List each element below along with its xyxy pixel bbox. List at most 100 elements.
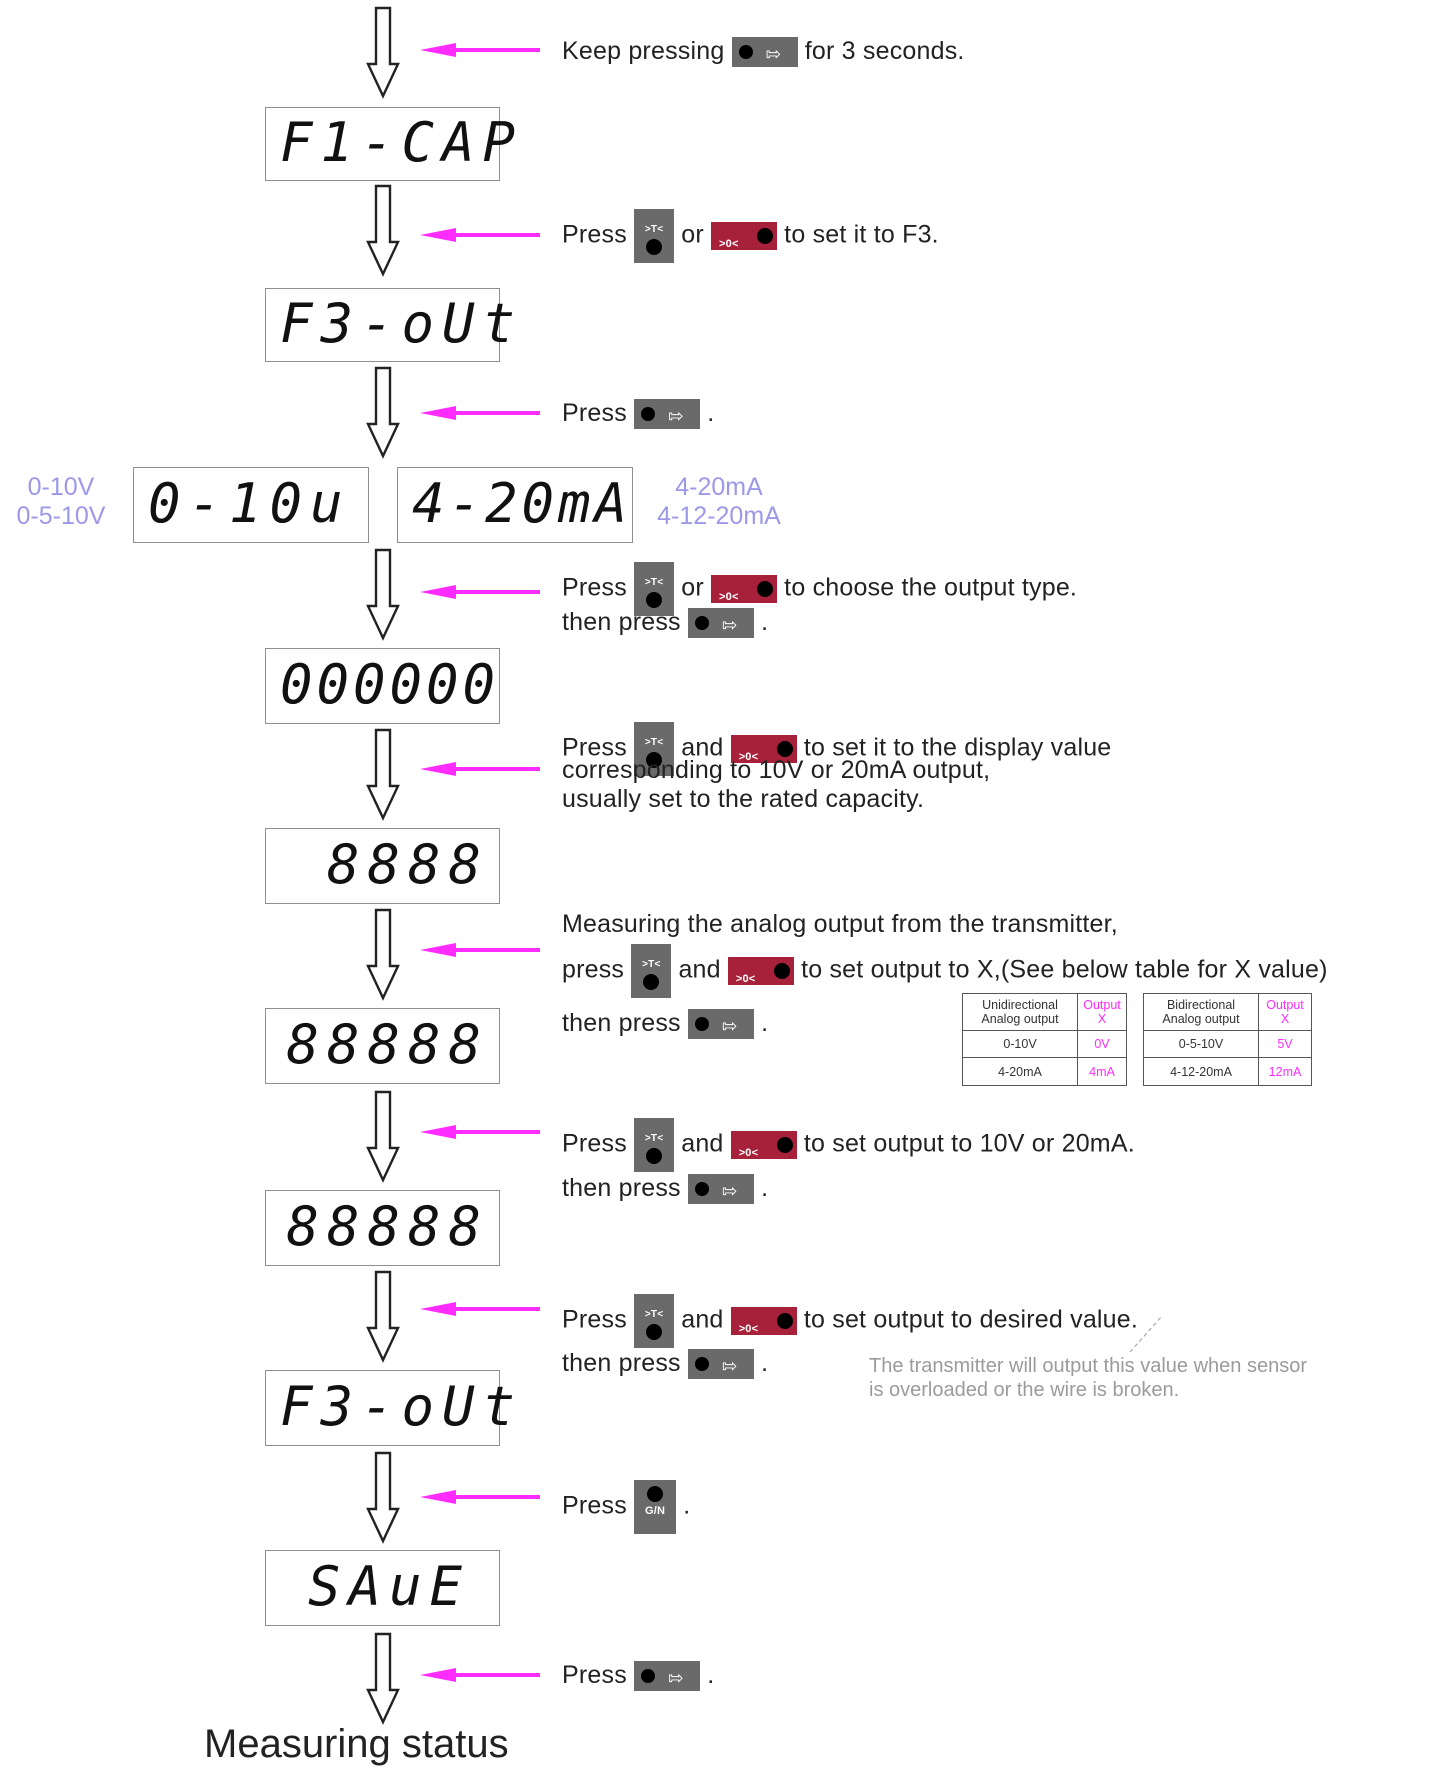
current-type-note: 4-20mA 4-12-20mA xyxy=(646,473,792,531)
voltage-type-note: 0-10V 0-5-10V xyxy=(8,473,114,531)
display-text: 000000 xyxy=(280,653,500,717)
output-x-table: Unidirectional Analog output Output X Bi… xyxy=(962,993,1312,1086)
pointer-arrow-4 xyxy=(420,585,540,599)
zero-button[interactable]: >0< xyxy=(727,957,794,985)
table-cell: 0-5-10V xyxy=(1143,1030,1259,1058)
step-text: Keep pressing xyxy=(562,37,725,65)
step-8-line2: then press ⇰ . xyxy=(562,1348,768,1380)
enter-button[interactable]: ⇰ xyxy=(687,608,754,639)
down-arrow-9 xyxy=(366,1451,400,1543)
tare-button[interactable]: >T< xyxy=(634,1294,675,1348)
pointer-arrow-7 xyxy=(420,1125,540,1139)
dot-icon xyxy=(646,592,663,608)
display-text: SAuE xyxy=(308,1555,471,1619)
table-gap xyxy=(1126,993,1144,1031)
step-1-instruction: Keep pressing ⇰ for 3 seconds. xyxy=(562,36,965,68)
enter-button[interactable]: ⇰ xyxy=(634,399,701,430)
step-text: or xyxy=(681,220,704,249)
measuring-status-label: Measuring status xyxy=(204,1722,509,1766)
zero-button[interactable]: >0< xyxy=(711,575,778,603)
enter-arrow-icon: ⇰ xyxy=(721,1356,738,1378)
step-10-instruction: Press ⇰ . xyxy=(562,1660,715,1692)
step-text: Press xyxy=(562,733,627,762)
step-text: Press xyxy=(562,399,627,427)
step-8-instruction: Press >T< and >0< to set output to desir… xyxy=(562,1294,1138,1348)
tare-button[interactable]: >T< xyxy=(634,722,675,776)
dot-icon xyxy=(757,581,774,597)
display-text: F1-CAP xyxy=(280,111,524,175)
zero-label: >0< xyxy=(735,973,756,985)
dot-icon xyxy=(738,45,753,60)
zero-label: >0< xyxy=(738,1323,759,1335)
dot-icon xyxy=(646,1148,663,1164)
step-text: . xyxy=(683,1491,691,1520)
gross-net-button[interactable]: G/N xyxy=(634,1480,677,1534)
tare-button[interactable]: >T< xyxy=(634,562,675,616)
dot-icon xyxy=(694,1017,709,1032)
down-arrow-6 xyxy=(366,908,400,1000)
header-text: X xyxy=(1097,1012,1107,1026)
dot-icon xyxy=(776,1137,793,1153)
enter-arrow-icon: ⇰ xyxy=(668,1668,684,1690)
dot-icon xyxy=(694,1182,709,1197)
pointer-arrow-2 xyxy=(420,228,540,242)
step-text: and xyxy=(681,1305,724,1334)
enter-arrow-icon: ⇰ xyxy=(721,1181,738,1203)
step-text: . xyxy=(761,1009,769,1037)
enter-button[interactable]: ⇰ xyxy=(687,1349,754,1380)
dot-icon xyxy=(776,1313,793,1329)
step-text: then press xyxy=(562,1009,681,1037)
tare-button[interactable]: >T< xyxy=(634,1118,675,1172)
step-4-line2: then press ⇰ . xyxy=(562,607,768,639)
down-arrow-10 xyxy=(366,1632,400,1724)
step-6-line1: Measuring the analog output from the tra… xyxy=(562,910,1118,938)
zero-button[interactable]: >0< xyxy=(711,222,778,250)
table-cell: 4-20mA xyxy=(962,1057,1078,1086)
step-text: Press xyxy=(562,1129,627,1158)
pointer-arrow-1 xyxy=(420,43,540,57)
display-zeros: 000000 xyxy=(265,648,500,724)
zero-button[interactable]: >0< xyxy=(730,1307,797,1335)
uni-header: Unidirectional Analog output xyxy=(962,993,1078,1031)
step-text: to set output to desired value. xyxy=(803,1305,1139,1334)
step-text: Press xyxy=(562,1491,627,1520)
step-text: and xyxy=(678,955,721,984)
pointer-arrow-3 xyxy=(420,406,540,420)
current-type-line1: 4-20mA xyxy=(675,473,763,501)
tare-label: >T< xyxy=(644,1133,664,1144)
table-row: 0-10V 0V 0-5-10V 5V xyxy=(962,1030,1312,1058)
down-arrow-4 xyxy=(366,548,400,640)
step-4-instruction: Press >T< or >0< to choose the output ty… xyxy=(562,562,1077,616)
step-5-instruction: Press >T< and >0< to set it to the displ… xyxy=(562,722,1111,776)
enter-button[interactable]: ⇰ xyxy=(731,37,798,68)
table-cell: 4-12-20mA xyxy=(1143,1057,1259,1086)
bi-output-header: Output X xyxy=(1258,993,1312,1031)
enter-arrow-icon: ⇰ xyxy=(765,44,781,66)
tare-button[interactable]: >T< xyxy=(631,944,672,998)
pointer-arrow-5 xyxy=(420,762,540,776)
step-text: to set it to the display value xyxy=(803,733,1112,762)
step-text: . xyxy=(707,1661,715,1689)
pointer-arrow-9 xyxy=(420,1490,540,1504)
display-text: 4-20mA xyxy=(412,472,632,536)
display-text: F3-oUt xyxy=(280,1375,524,1439)
step-text: for 3 seconds. xyxy=(804,37,965,65)
enter-button[interactable]: ⇰ xyxy=(687,1174,754,1205)
down-arrow-8 xyxy=(366,1270,400,1362)
tare-label: >T< xyxy=(644,737,664,748)
tare-button[interactable]: >T< xyxy=(634,209,675,263)
zero-button[interactable]: >0< xyxy=(730,735,797,763)
table-row: 4-20mA 4mA 4-12-20mA 12mA xyxy=(962,1057,1312,1086)
zero-label: >0< xyxy=(719,238,739,250)
zero-label: >0< xyxy=(738,751,759,763)
tare-label: >T< xyxy=(644,577,664,588)
dot-icon xyxy=(641,407,656,422)
step-3-instruction: Press ⇰ . xyxy=(562,398,714,430)
zero-button[interactable]: >0< xyxy=(730,1131,797,1159)
table-gap xyxy=(1126,1030,1144,1058)
dot-icon xyxy=(757,228,774,244)
step-text: . xyxy=(761,1174,769,1202)
enter-button[interactable]: ⇰ xyxy=(634,1661,701,1692)
enter-button[interactable]: ⇰ xyxy=(687,1009,754,1040)
